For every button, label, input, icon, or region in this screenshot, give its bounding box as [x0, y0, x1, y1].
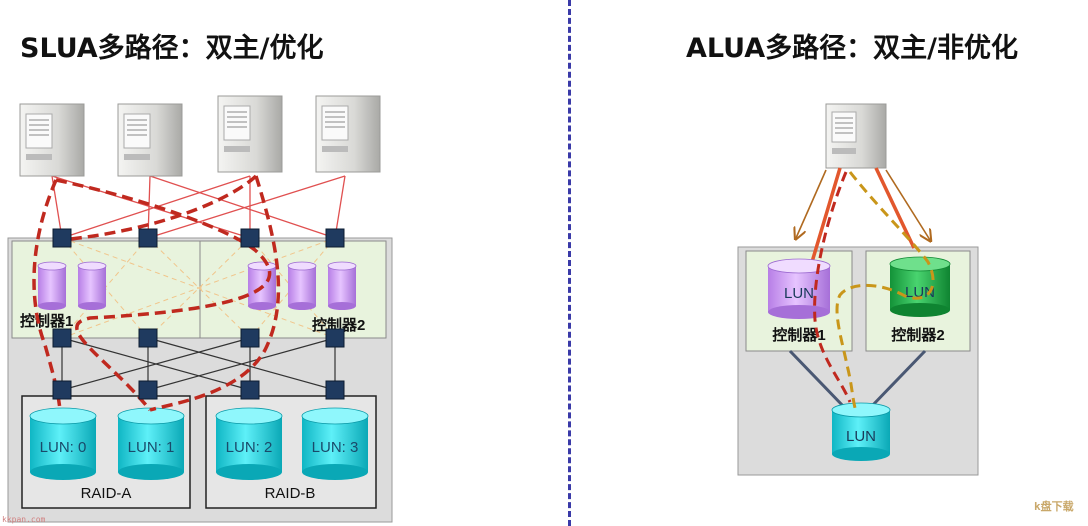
lun-disk-icon — [117, 407, 185, 480]
host-links-left — [51, 175, 346, 239]
server-icon — [117, 103, 183, 177]
watermark: kkpan.com — [2, 515, 46, 524]
lun-0-label: LUN: 0 — [40, 439, 87, 456]
optimized-path-right — [813, 171, 852, 403]
section-divider — [568, 0, 571, 526]
server-icon — [217, 95, 283, 173]
lun-label-controller-1: LUN — [784, 285, 814, 302]
direction-arrow-icon — [796, 169, 930, 240]
lun-disk-icon — [301, 407, 369, 480]
lun-disk-icon — [889, 256, 951, 317]
controller-2-label-right: 控制器2 — [891, 326, 944, 344]
controller-1-label-right: 控制器1 — [772, 326, 825, 344]
lun-label-shared: LUN — [846, 428, 876, 445]
lun-disk-icon — [29, 407, 97, 480]
server-icon — [315, 95, 381, 173]
cache-disk-icon — [37, 261, 67, 310]
port-icon — [52, 228, 345, 400]
lun-disk-icon — [767, 258, 831, 319]
controller-2-label-left: 控制器2 — [312, 316, 365, 334]
non-optimized-path-right — [835, 171, 935, 409]
server-icon — [19, 103, 85, 177]
lun-3-label: LUN: 3 — [312, 439, 359, 456]
lun-2-label: LUN: 2 — [226, 439, 273, 456]
slua-title: SLUA多路径：双主/优化 — [20, 33, 324, 64]
raid-a-label: RAID-A — [81, 485, 132, 502]
alua-title: ALUA多路径：双主/非优化 — [686, 33, 1018, 64]
backend-links-right — [788, 349, 927, 410]
lun-disk-icon — [215, 407, 283, 480]
server-icon — [825, 103, 887, 169]
lun-1-label: LUN: 1 — [128, 439, 175, 456]
lun-disk-icon — [831, 402, 891, 461]
backend-links-left — [61, 337, 336, 391]
cache-disk-icon — [287, 261, 317, 310]
watermark-logo: k盘下载 — [1034, 500, 1074, 513]
cache-disk-icon — [327, 261, 357, 310]
controller-1-label-left: 控制器1 — [20, 312, 73, 330]
cache-disk-icon — [77, 261, 107, 310]
host-links-right — [810, 167, 916, 263]
raid-b-label: RAID-B — [265, 485, 316, 502]
